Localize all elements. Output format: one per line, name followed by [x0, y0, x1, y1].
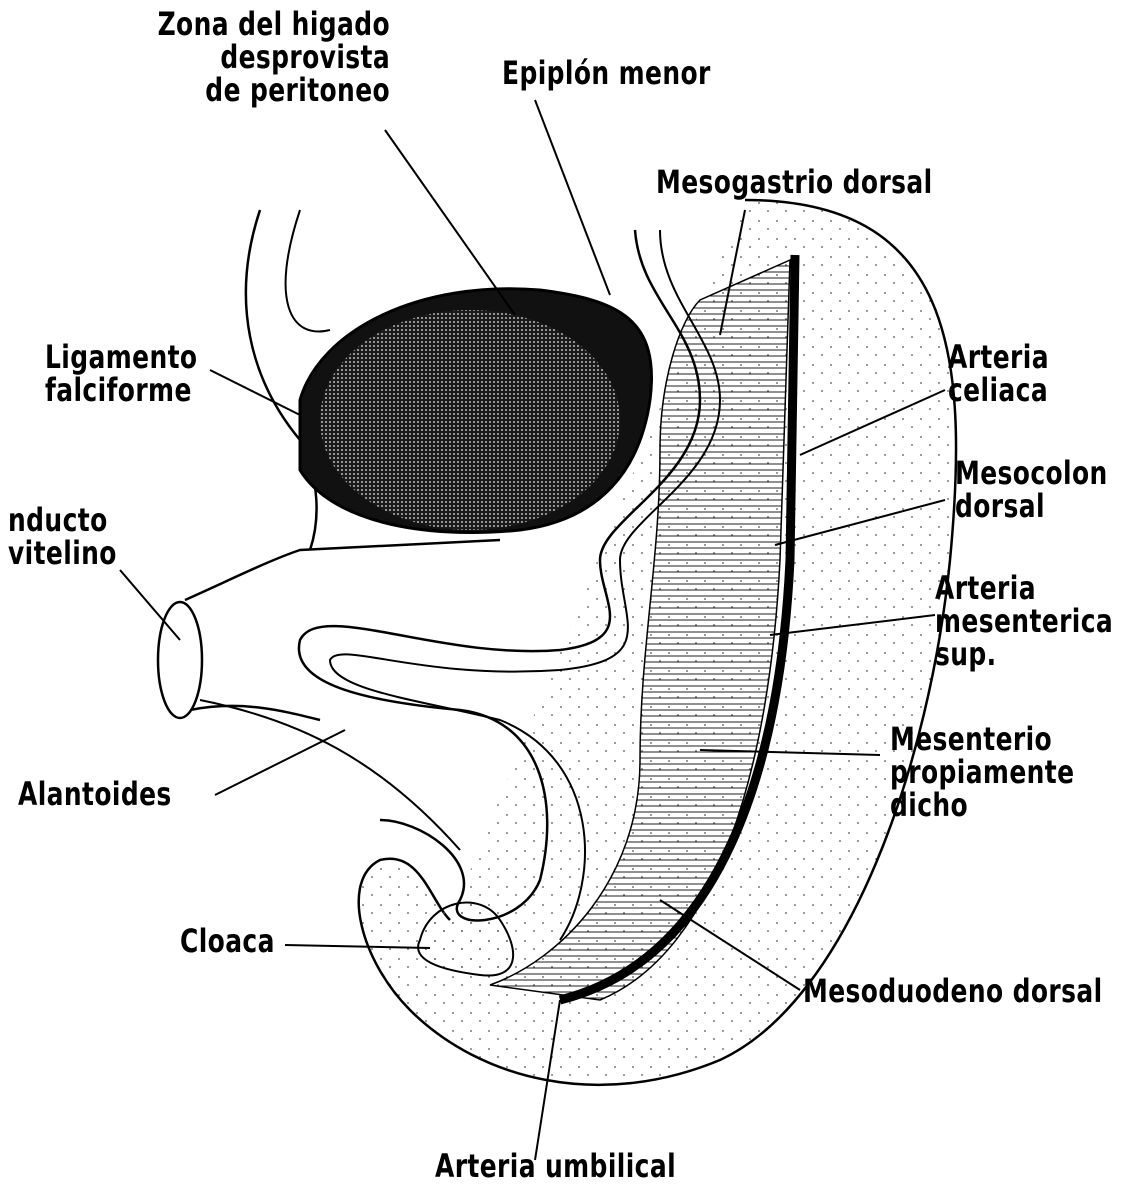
umbilical-stalk-outline [246, 210, 317, 550]
label-epiplon-menor: Epiplón menor [502, 57, 711, 90]
label-alantoides: Alantoides [18, 778, 172, 811]
allantois-duct [200, 700, 460, 850]
label-mesogastrio-dorsal: Mesogastrio dorsal [656, 166, 933, 199]
yolk-stalk-cut [158, 602, 202, 718]
label-cloaca: Cloaca [180, 925, 275, 958]
label-arteria-umbilical: Arteria umbilical [435, 1150, 676, 1183]
liver-bare-area [320, 310, 620, 530]
umbilical-stalk-inner [286, 210, 330, 332]
label-mesoduodeno-dorsal: Mesoduodeno dorsal [803, 975, 1103, 1008]
yolk-stalk [185, 540, 500, 720]
